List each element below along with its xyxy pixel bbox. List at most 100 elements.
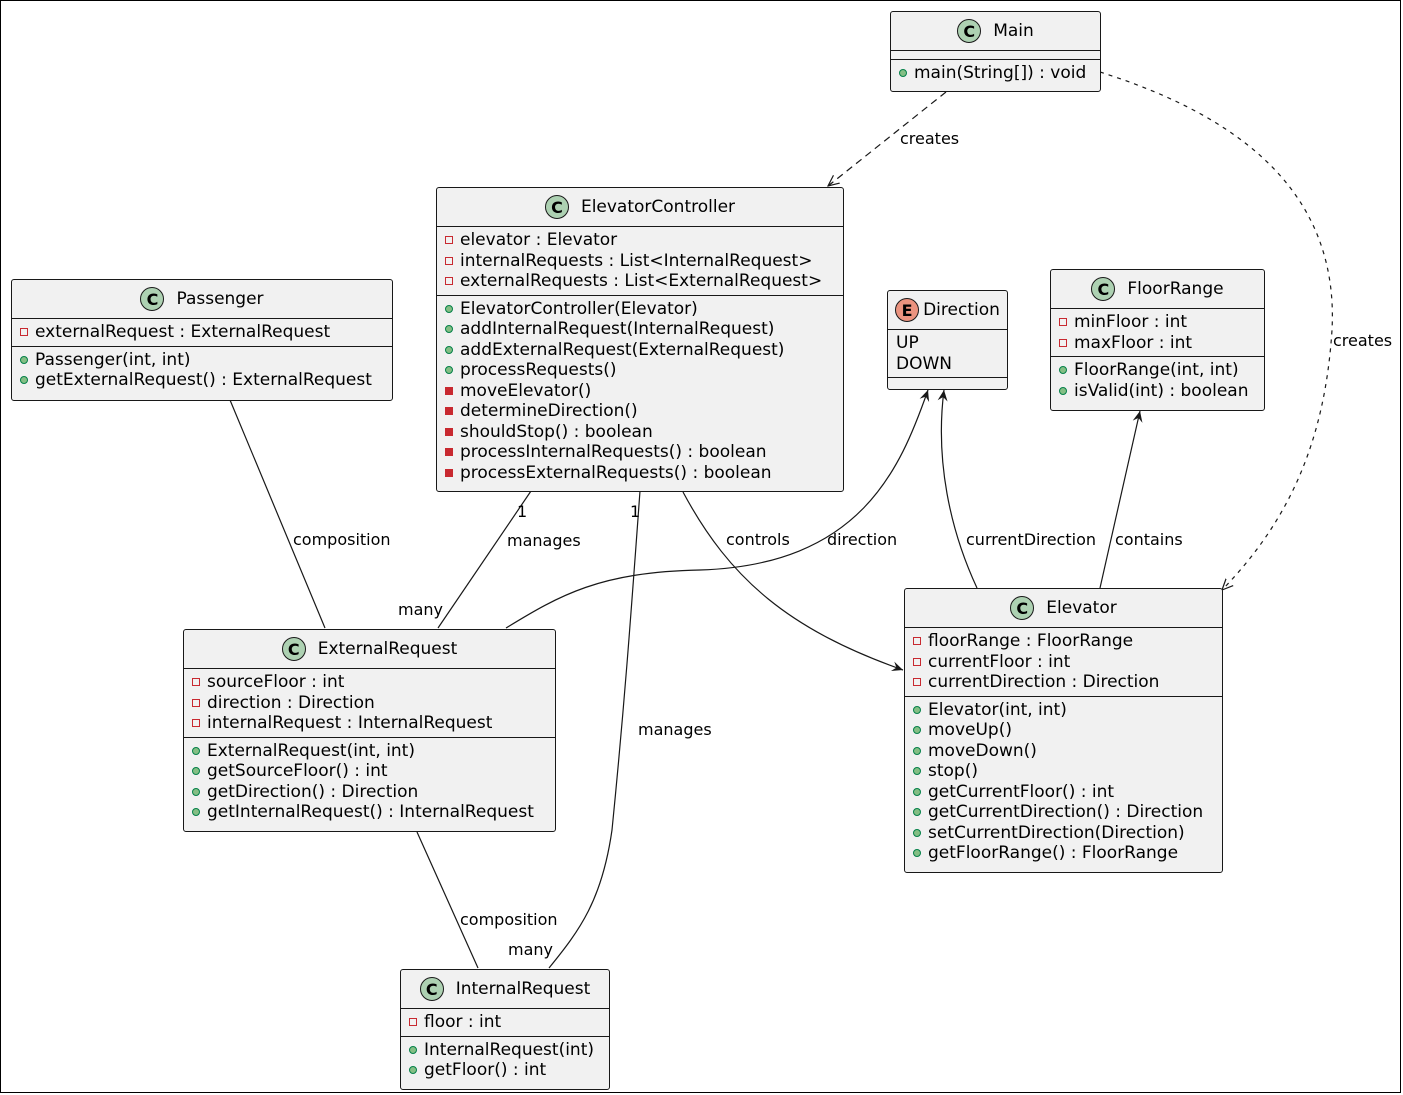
multiplicity-one-internal: 1 [630, 502, 641, 521]
method-row: getFloorRange() : FloorRange [913, 843, 1222, 864]
method-row: moveDown() [913, 741, 1222, 762]
method-row: Passenger(int, int) [20, 350, 392, 371]
class-icon: C [544, 195, 569, 219]
public-visibility-icon [899, 69, 907, 78]
public-visibility-icon [192, 787, 200, 796]
method-text: getExternalRequest() : ExternalRequest [35, 370, 372, 390]
method-text: stop() [928, 761, 978, 781]
class-name: ElevatorController [580, 197, 736, 217]
public-visibility-icon [445, 304, 453, 313]
methods-section: main(String[]) : void [891, 60, 1100, 87]
multiplicity-one-external: 1 [517, 502, 528, 521]
class-icon: C [1091, 277, 1116, 301]
edge-controller-internal [548, 473, 645, 969]
methods-section: Elevator(int, int)moveUp()moveDown()stop… [905, 697, 1222, 867]
edge-controller-external [437, 476, 542, 629]
class-name: Main [993, 21, 1034, 41]
private-visibility-icon [409, 1018, 417, 1027]
field-text: currentFloor : int [928, 651, 1071, 672]
class-icon: C [140, 287, 165, 311]
method-text: determineDirection() [460, 401, 638, 421]
method-row: isValid(int) : boolean [1059, 381, 1264, 402]
method-text: main(String[]) : void [914, 63, 1087, 83]
class-name: Passenger [176, 289, 264, 309]
field-row: externalRequests : List<ExternalRequest> [445, 271, 843, 292]
edge-controller-elevator [682, 491, 904, 672]
private-visibility-icon [445, 236, 453, 245]
private-visibility-icon [913, 657, 921, 666]
multiplicity-many-internal: many [508, 940, 553, 959]
method-text: setCurrentDirection(Direction) [928, 822, 1185, 843]
field-text: externalRequest : ExternalRequest [35, 322, 331, 342]
public-visibility-icon [913, 849, 921, 858]
method-text: processRequests() [460, 360, 617, 380]
public-visibility-icon [20, 355, 28, 364]
methods-section: Passenger(int, int)getExternalRequest() … [12, 347, 392, 394]
edge-label-creates-elevator: creates [1333, 331, 1393, 350]
enum-name: Direction [923, 300, 1000, 320]
field-row: minFloor : int [1059, 312, 1264, 333]
edge-main-creates-elevator [1099, 71, 1333, 590]
method-row: moveUp() [913, 720, 1222, 741]
class-icon: C [281, 637, 306, 661]
field-row: internalRequest : InternalRequest [192, 713, 555, 734]
public-visibility-icon [192, 746, 200, 755]
edge-external-internal [409, 815, 479, 969]
methods-section: ExternalRequest(int, int)getSourceFloor(… [184, 738, 555, 826]
method-row: stop() [913, 761, 1222, 782]
public-visibility-icon [913, 808, 921, 817]
private-visibility-icon [1059, 338, 1067, 347]
field-row: currentFloor : int [913, 652, 1222, 673]
class-passenger[interactable]: C Passenger externalRequest : ExternalReq… [11, 279, 393, 401]
method-row: getFloor() : int [409, 1060, 609, 1081]
private-visibility-icon [192, 698, 200, 707]
method-text: InternalRequest(int) [424, 1039, 594, 1060]
edge-passenger-external [222, 383, 326, 629]
method-row: main(String[]) : void [899, 63, 1100, 84]
field-text: floor : int [424, 1012, 502, 1032]
method-row: addInternalRequest(InternalRequest) [445, 319, 843, 340]
method-text: getInternalRequest() : InternalRequest [207, 802, 534, 822]
method-row: getSourceFloor() : int [192, 761, 555, 782]
public-visibility-icon [913, 726, 921, 735]
private-visibility-icon [445, 427, 453, 436]
edge-label-current-direction: currentDirection [966, 530, 1096, 549]
public-visibility-icon [913, 767, 921, 776]
public-visibility-icon [913, 705, 921, 714]
method-text: getCurrentDirection() : Direction [928, 802, 1204, 822]
method-row: getExternalRequest() : ExternalRequest [20, 370, 392, 391]
class-name: InternalRequest [455, 979, 591, 999]
private-visibility-icon [20, 328, 28, 337]
field-row: maxFloor : int [1059, 333, 1264, 354]
method-row: addExternalRequest(ExternalRequest) [445, 340, 843, 361]
class-name: FloorRange [1127, 279, 1224, 299]
field-text: maxFloor : int [1074, 332, 1193, 353]
method-text: getFloor() : int [424, 1060, 547, 1080]
public-visibility-icon [1059, 386, 1067, 395]
private-visibility-icon [445, 407, 453, 416]
private-visibility-icon [445, 468, 453, 477]
method-text: getDirection() : Direction [207, 781, 419, 802]
edge-label-direction: direction [827, 530, 898, 549]
method-text: moveDown() [928, 740, 1037, 761]
field-row: floor : int [409, 1012, 609, 1033]
method-text: getFloorRange() : FloorRange [928, 843, 1179, 863]
methods-section: ElevatorController(Elevator)addInternalR… [437, 296, 843, 487]
method-text: processExternalRequests() : boolean [460, 462, 772, 483]
private-visibility-icon [445, 256, 453, 265]
method-row: moveElevator() [445, 381, 843, 402]
method-text: addInternalRequest(InternalRequest) [460, 319, 775, 339]
public-visibility-icon [1059, 366, 1067, 375]
